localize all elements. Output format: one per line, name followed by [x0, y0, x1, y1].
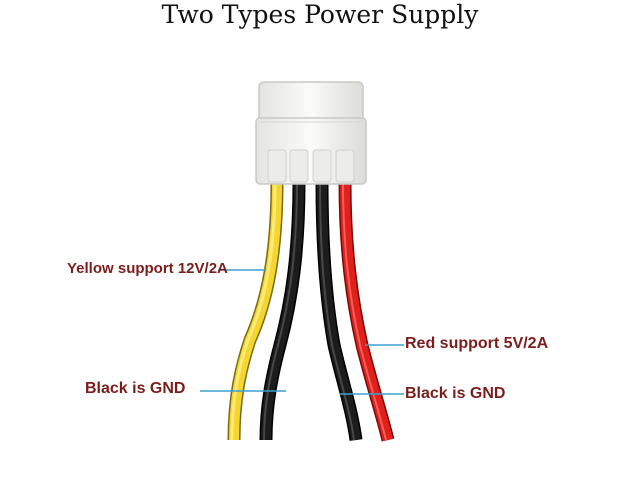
molex-connector [255, 81, 367, 185]
label-red-wire: Red support 5V/2A [405, 335, 549, 352]
wire-bundle [227, 181, 395, 442]
label-black-wire-right: Black is GND [405, 385, 506, 402]
label-yellow-wire: Yellow support 12V/2A [67, 260, 228, 277]
pointer-lines [200, 269, 404, 395]
page-title: Two Types Power Supply [161, 0, 479, 29]
label-black-wire-left: Black is GND [85, 380, 186, 397]
